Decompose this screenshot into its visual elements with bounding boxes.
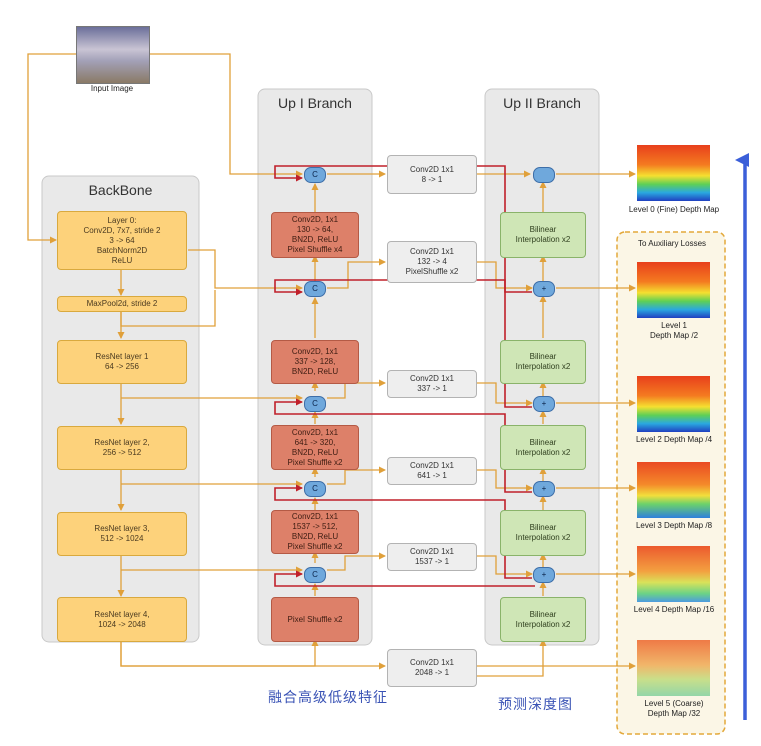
- up1-title: Up I Branch: [278, 95, 352, 111]
- up1-block-2: Conv2D, 1x1 641 -> 320, BN2D, ReLU Pixel…: [271, 425, 359, 470]
- edge-c2-mid337: [327, 379, 386, 399]
- up1-block-0: Conv2D, 1x1 130 -> 64, BN2D, ReLU Pixel …: [271, 212, 359, 258]
- concat-node-0: C: [304, 167, 326, 183]
- mid-conv-337: Conv2D 1x1 337 -> 1: [387, 370, 477, 398]
- depth-map-1: [637, 262, 710, 318]
- depth-map-2: [637, 376, 710, 432]
- depth-map-caption-5: Level 5 (Coarse) Depth Map /32: [644, 699, 704, 718]
- depth-map-caption-1: Level 1 Depth Map /2: [649, 321, 699, 340]
- add-node-2: +: [533, 396, 555, 412]
- up1-block-3: Conv2D, 1x1 1537 -> 512, BN2D, ReLU Pixe…: [271, 510, 359, 554]
- up2-block-3: Bilinear Interpolation x2: [500, 510, 586, 556]
- add-node-3: +: [533, 481, 555, 497]
- edge-mid132-up2n1: [476, 261, 533, 292]
- depth-map-5: [637, 640, 710, 696]
- depth-map-3: [637, 462, 710, 518]
- mid-conv-8: Conv2D 1x1 8 -> 1: [387, 155, 477, 194]
- annotation-predict: 预测深度图: [498, 697, 573, 713]
- feedback-n4-c3: [274, 484, 532, 579]
- annotation-fuse: 融合高级低级特征: [268, 690, 388, 706]
- edge-conv2048-up2b4: [476, 639, 547, 677]
- edge-layer0-c1: [188, 249, 303, 292]
- input-image-label: Input Image: [90, 84, 134, 93]
- up2-title: Up II Branch: [503, 95, 581, 111]
- depth-map-caption-0: Level 0 (Fine) Depth Map: [628, 205, 720, 214]
- backbone-title: BackBone: [88, 182, 153, 198]
- concat-node-4: C: [304, 567, 326, 583]
- up2-block-1: Bilinear Interpolation x2: [500, 340, 586, 384]
- edge-input-c0: [148, 53, 303, 178]
- add-node-0: [533, 167, 555, 183]
- backbone-layer0: Layer 0: Conv2D, 7x7, stride 2 3 -> 64 B…: [57, 211, 187, 270]
- depth-map-4: [637, 546, 710, 602]
- edge-input-layer0: [27, 53, 76, 244]
- edge-c3-mid641: [327, 466, 386, 485]
- mid-conv-1537: Conv2D 1x1 1537 -> 1: [387, 543, 477, 571]
- up1-block-1: Conv2D, 1x1 337 -> 128, BN2D, ReLU: [271, 340, 359, 384]
- backbone-layer1: ResNet layer 1 64 -> 256: [57, 340, 187, 384]
- depth-map-caption-2: Level 2 Depth Map /4: [635, 435, 713, 444]
- add-node-4: +: [533, 567, 555, 583]
- up2-block-4: Bilinear Interpolation x2: [500, 597, 586, 642]
- up2-block-0: Bilinear Interpolation x2: [500, 212, 586, 258]
- concat-node-1: C: [304, 281, 326, 297]
- backbone-layer3: ResNet layer 3, 512 -> 1024: [57, 512, 187, 556]
- aux-title: To Auxiliary Losses: [637, 239, 707, 248]
- edge-layer4-ps: [120, 639, 319, 667]
- feedback-n3-c2: [274, 398, 532, 493]
- add-node-1: +: [533, 281, 555, 297]
- edge-mid337-up2n2: [476, 382, 533, 407]
- backbone-maxpool: MaxPool2d, stride 2: [57, 296, 187, 312]
- mid-conv-132: Conv2D 1x1 132 -> 4 PixelShuffle x2: [387, 241, 477, 283]
- input-image: [76, 26, 150, 84]
- up1-block-4: Pixel Shuffle x2: [271, 597, 359, 642]
- depth-map-caption-4: Level 4 Depth Map /16: [633, 605, 715, 614]
- concat-node-2: C: [304, 396, 326, 412]
- feedback-conv2048-c4: [274, 570, 535, 587]
- edge-c4-mid1537: [327, 552, 386, 571]
- depth-map-0: [637, 145, 710, 201]
- backbone-layer4: ResNet layer 4, 1024 -> 2048: [57, 597, 187, 642]
- mid-conv-2048: Conv2D 1x1 2048 -> 1: [387, 649, 477, 687]
- concat-node-3: C: [304, 481, 326, 497]
- edge-mid641-up2n3: [476, 469, 533, 492]
- up2-block-2: Bilinear Interpolation x2: [500, 425, 586, 470]
- depth-map-caption-3: Level 3 Depth Map /8: [635, 521, 713, 530]
- edge-c1-mid132: [327, 258, 386, 289]
- edge-maxpool-c1: [120, 290, 216, 327]
- mid-conv-641: Conv2D 1x1 641 -> 1: [387, 457, 477, 485]
- backbone-layer2: ResNet layer 2, 256 -> 512: [57, 426, 187, 470]
- edge-mid1537-up2n4: [476, 555, 533, 578]
